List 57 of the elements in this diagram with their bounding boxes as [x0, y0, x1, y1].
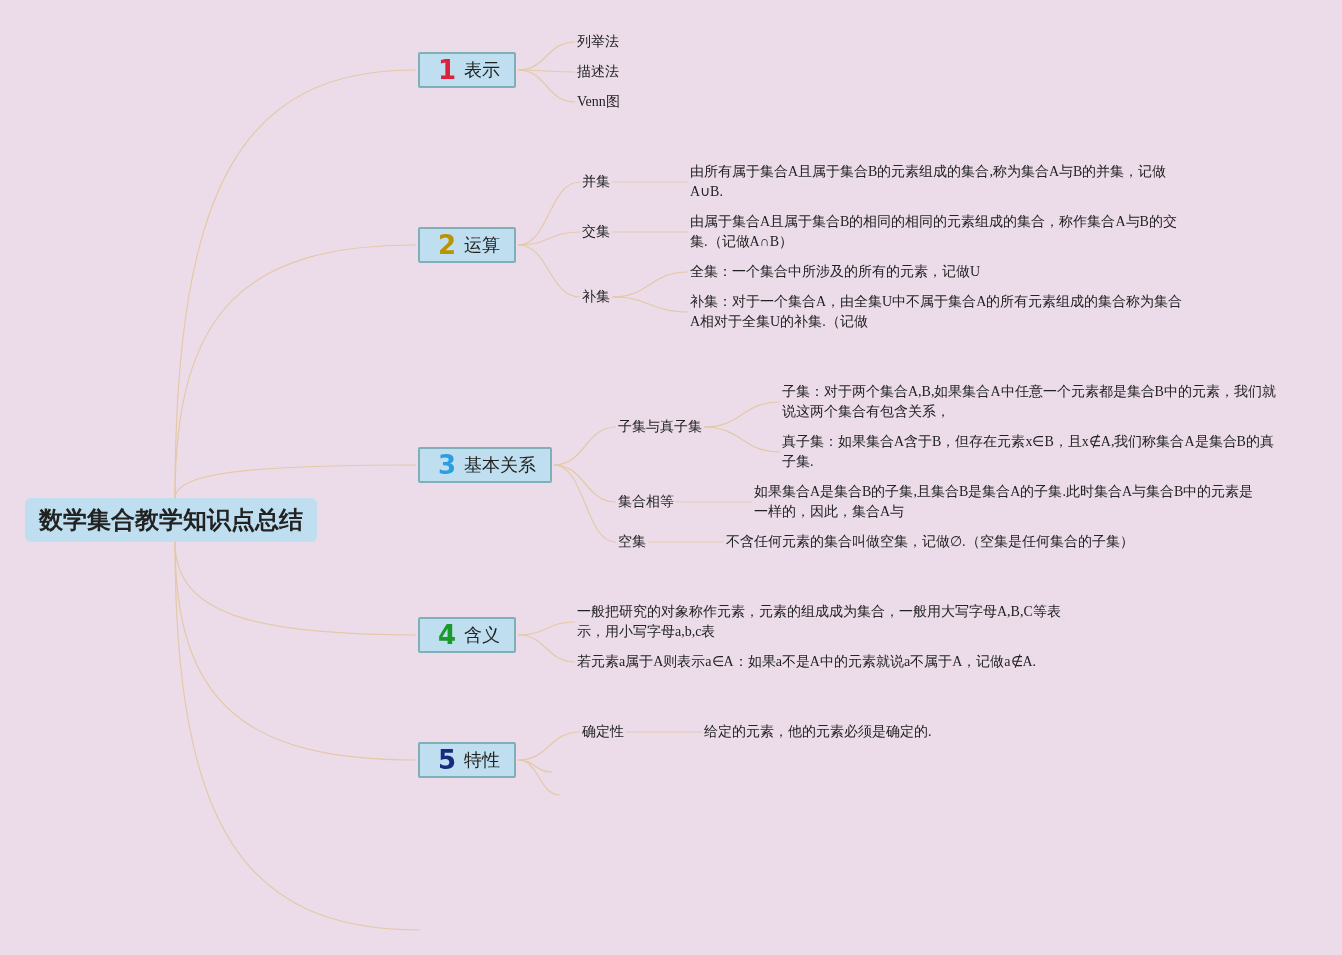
branch-label: 列举法 [577, 32, 619, 52]
connector-line [517, 634, 576, 663]
connector-line [553, 464, 617, 543]
connector-line [611, 181, 689, 183]
connector-line [611, 296, 689, 313]
topic-title: 含义 [464, 623, 501, 647]
connector-line [174, 244, 417, 499]
topic-number: 1 [438, 55, 457, 85]
description-text: 真子集：如果集合A含于B，但存在元素x∈B，且x∉A,我们称集合A是集合B的真子集. [782, 432, 1282, 472]
description-text: 如果集合A是集合B的子集,且集合B是集合A的子集.此时集合A与集合B中的元素是一样的，因此，集合A与 [754, 482, 1259, 522]
connector-line [703, 426, 781, 453]
description-text: 全集：一个集合中所涉及的所有的元素，记做U [690, 262, 981, 282]
topic-number: 2 [438, 230, 457, 260]
description-text: 一般把研究的对象称作元素，元素的组成成为集合，一般用大写字母A,B,C等表示，用小写字母a,b,c表 [577, 602, 1067, 642]
connector-line [625, 731, 703, 733]
branch-label: 描述法 [577, 62, 619, 82]
connector-line [517, 244, 581, 298]
description-text: 补集：对于一个集合A，由全集U中不属于集合A的所有元素组成的集合称为集合A相对于全集U的补集.（记做 [690, 292, 1190, 332]
connector-line [174, 464, 417, 499]
topic-box [418, 52, 517, 88]
description-text: 由所有属于集合A且属于集合B的元素组成的集合,称为集合A与B的并集，记做A∪B. [690, 162, 1180, 202]
connector-line [174, 541, 421, 931]
topic-title: 表示 [464, 58, 501, 82]
connector-line [517, 69, 576, 73]
topic-box [418, 227, 517, 263]
topic-number: 3 [438, 450, 457, 480]
topic-number: 4 [438, 620, 457, 650]
topic-box [418, 617, 517, 653]
branch-label: Venn图 [577, 92, 620, 112]
topic-title: 运算 [464, 233, 501, 257]
connector-line [517, 759, 561, 796]
connector-line [517, 69, 576, 103]
connector-line [675, 501, 753, 503]
description-text: 不含任何元素的集合叫做空集，记做∅.（空集是任何集合的子集） [726, 532, 1134, 552]
branch-label: 补集 [582, 287, 610, 307]
topic-title: 基本关系 [464, 453, 537, 477]
connector-line [553, 426, 617, 466]
connector-line [553, 464, 617, 503]
branch-label: 确定性 [582, 722, 624, 742]
topic-number: 5 [438, 745, 457, 775]
description-text: 由属于集合A且属于集合B的相同的相同的元素组成的集合，称作集合A与B的交集.（记做A∩B） [690, 212, 1185, 252]
connector-line [647, 541, 725, 543]
branch-label: 子集与真子集 [618, 417, 702, 437]
topic-box [418, 742, 517, 778]
connector-line [517, 231, 581, 246]
branch-label: 空集 [618, 532, 646, 552]
topic-title: 特性 [464, 748, 501, 772]
branch-label: 并集 [582, 172, 610, 192]
topic-box [418, 447, 553, 483]
description-text: 若元素a属于A则表示a∈A：如果a不是A中的元素就说a不属于A，记做a∉A. [577, 652, 1037, 672]
description-text: 给定的元素，他的元素必须是确定的. [704, 722, 932, 742]
central-topic-box: 数学集合教学知识点总结 [25, 498, 317, 542]
connector-line [611, 231, 689, 233]
branch-label: 集合相等 [618, 492, 674, 512]
branch-label: 交集 [582, 222, 610, 242]
description-text: 子集：对于两个集合A,B,如果集合A中任意一个元素都是集合B中的元素，我们就说这两个集合有包含关系， [782, 382, 1282, 422]
connector-line [517, 731, 581, 761]
